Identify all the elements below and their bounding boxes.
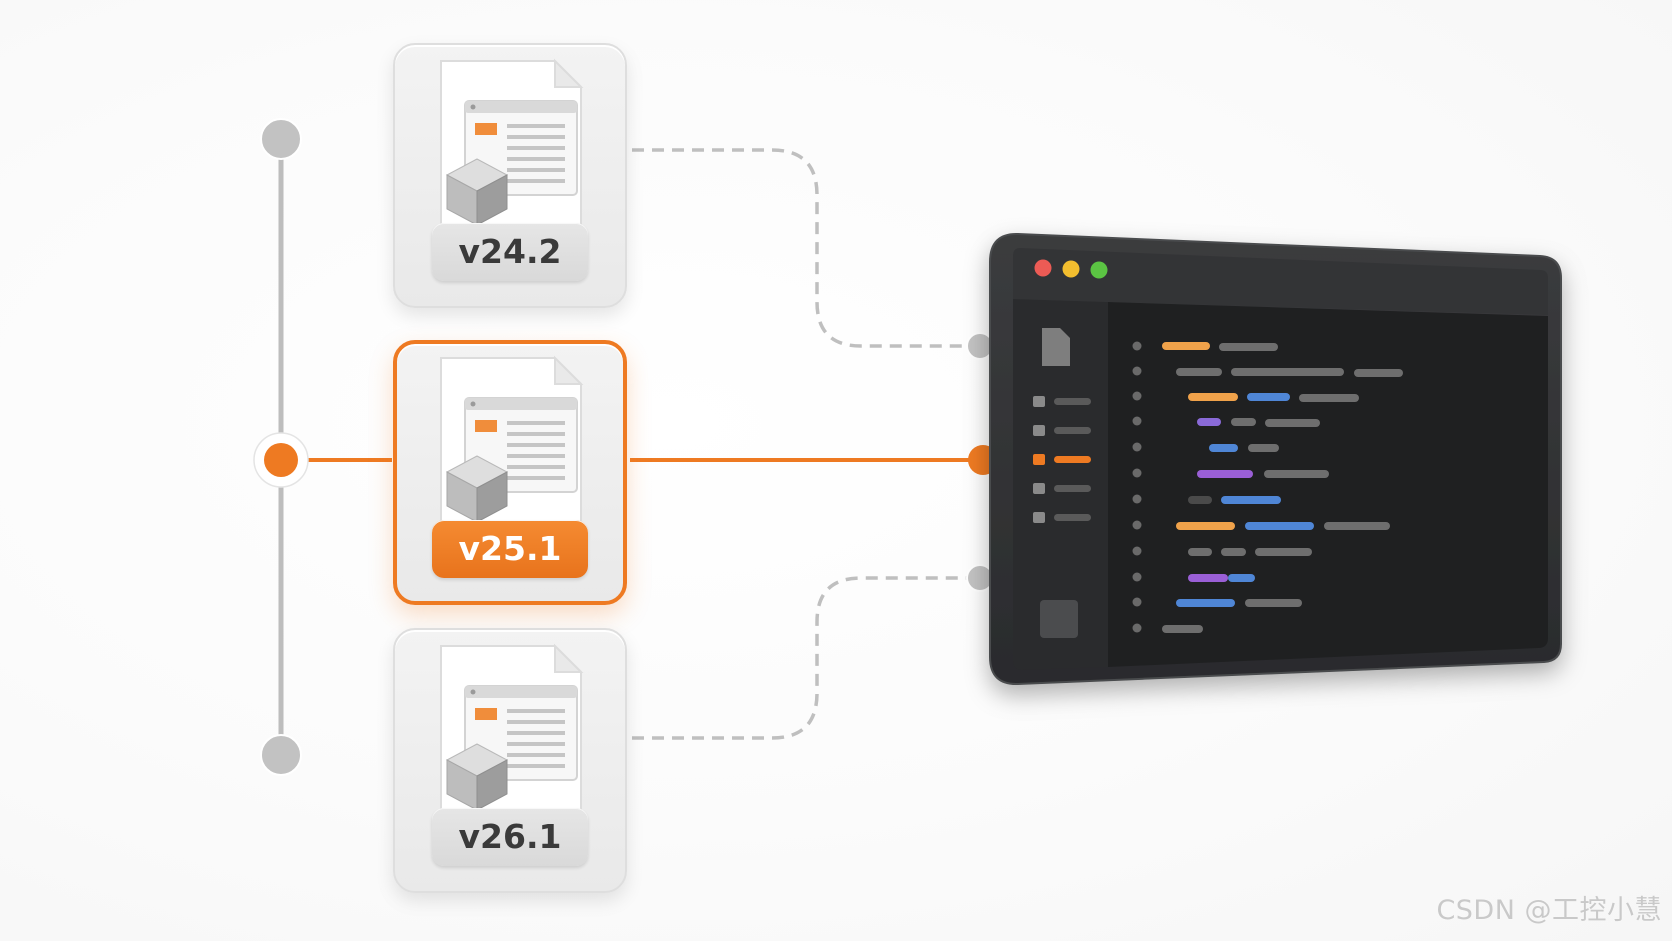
sidebar-bullet-active[interactable]: [1033, 454, 1045, 465]
editor-code-area: [1108, 302, 1548, 667]
sidebar-bullet[interactable]: [1033, 396, 1045, 407]
line-gutter: [1132, 341, 1142, 633]
sidebar-bullet[interactable]: [1033, 512, 1045, 523]
file-icon[interactable]: [1042, 328, 1070, 366]
editor-titlebar: [1013, 248, 1548, 315]
connector-v24-2: [632, 148, 978, 348]
square-icon[interactable]: [1040, 600, 1078, 638]
sidebar-line: [1054, 427, 1091, 434]
watermark: CSDN @工控小慧: [1436, 895, 1662, 926]
maximize-dot-icon[interactable]: [1090, 261, 1108, 279]
code-lines: [1162, 342, 1403, 633]
version-label: v26.1: [432, 808, 588, 866]
timeline-node-bottom[interactable]: [260, 734, 302, 776]
timeline-node-active[interactable]: [264, 443, 298, 477]
close-dot-icon[interactable]: [1034, 259, 1052, 277]
document-with-window-and-cube-icon: [440, 58, 584, 244]
minimize-dot-icon[interactable]: [1062, 260, 1080, 278]
sidebar-line: [1054, 398, 1091, 405]
timeline-node-top[interactable]: [260, 118, 302, 160]
document-with-window-and-cube-icon: [440, 355, 584, 541]
sidebar-bullet[interactable]: [1033, 425, 1045, 436]
editor-sidebar: [1013, 299, 1108, 670]
version-card-v26-1[interactable]: v26.1: [393, 628, 627, 893]
sidebar-line-active: [1054, 456, 1091, 463]
version-label: v24.2: [432, 223, 588, 281]
sidebar-line: [1054, 485, 1091, 492]
version-card-v24-2[interactable]: v24.2: [393, 43, 627, 308]
document-with-window-and-cube-icon: [440, 643, 584, 829]
sidebar-line: [1054, 514, 1091, 521]
version-card-v25-1[interactable]: v25.1: [393, 340, 627, 605]
version-label: v25.1: [432, 520, 588, 578]
sidebar-bullet[interactable]: [1033, 483, 1045, 494]
